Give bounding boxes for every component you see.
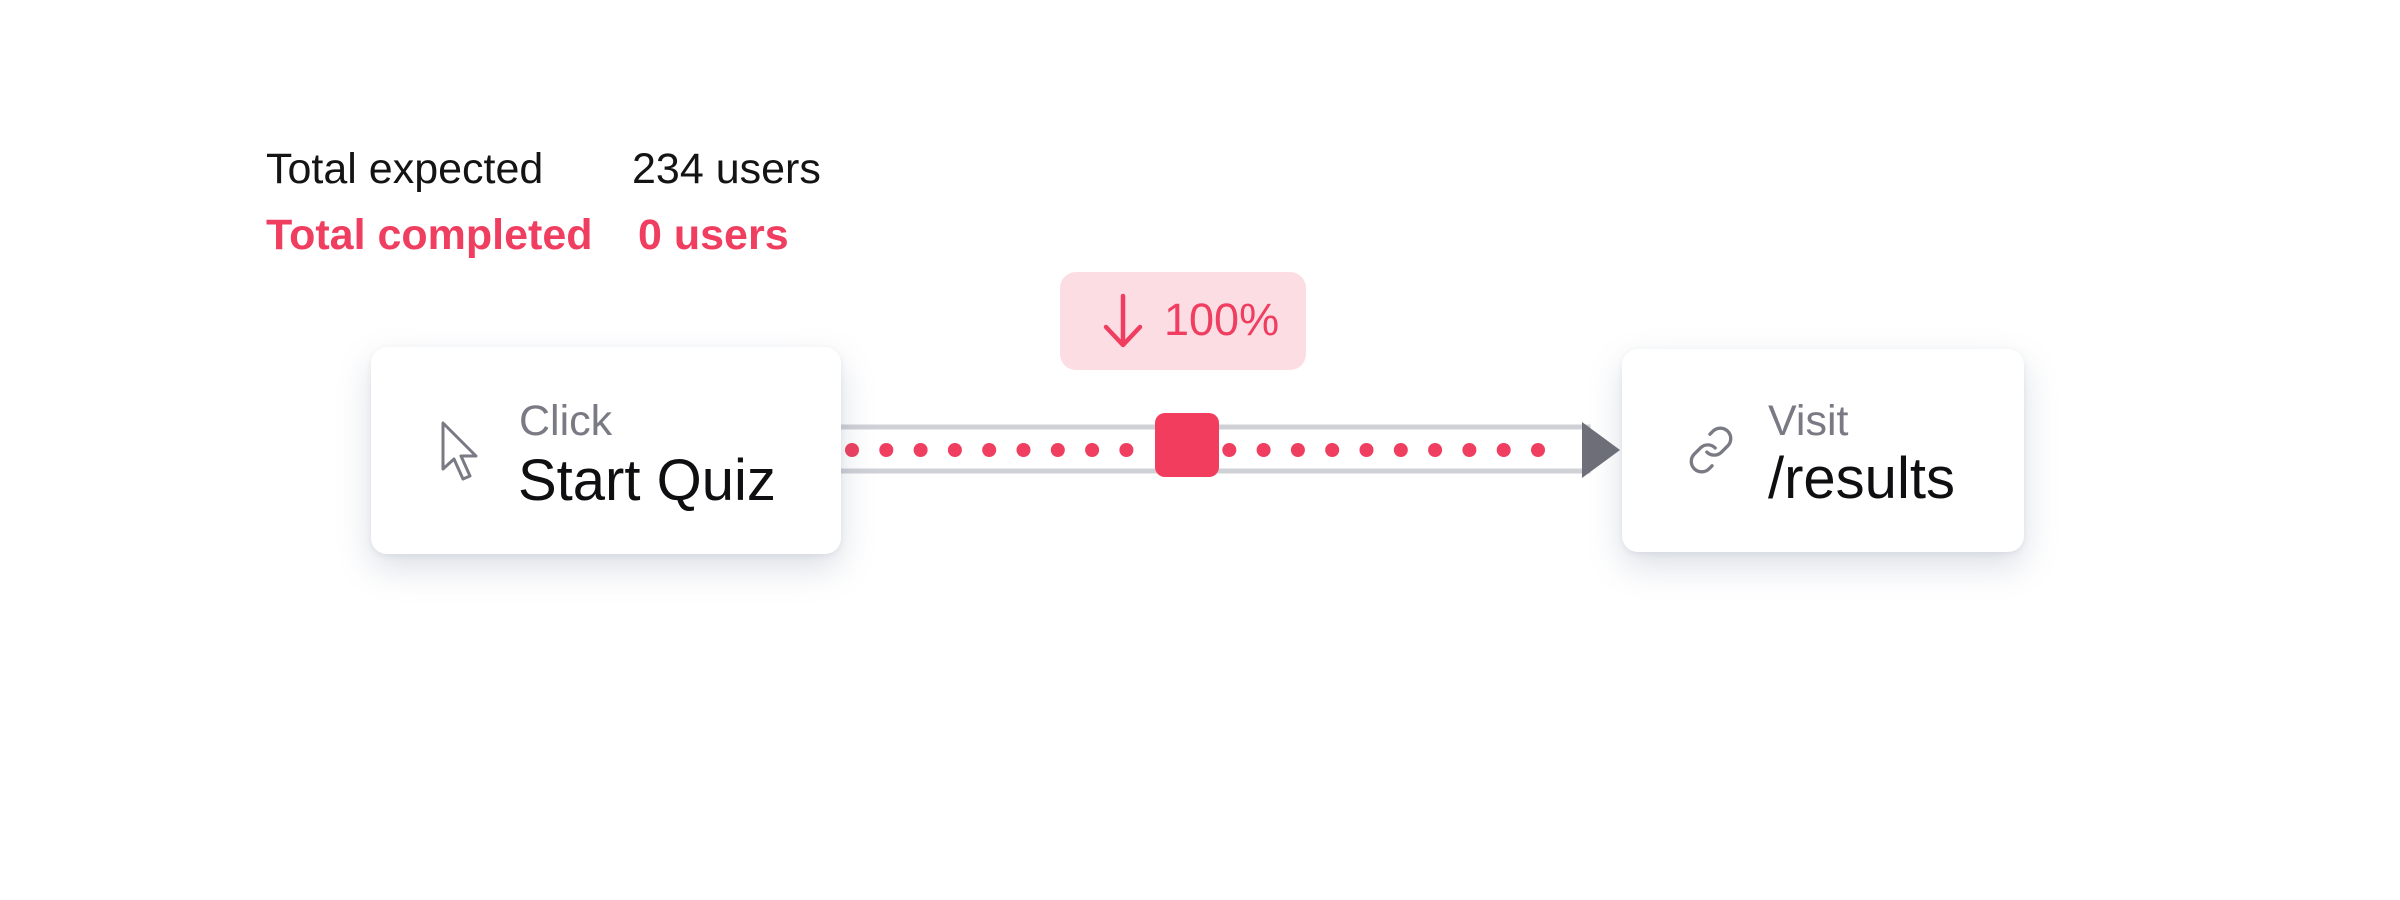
dropoff-percent: 100% [1164, 294, 1280, 345]
connector-dot [982, 443, 997, 457]
link-icon [1686, 425, 1736, 475]
connector-dot [879, 443, 894, 457]
connector-dot [1050, 443, 1065, 457]
connector-dot [1085, 443, 1100, 457]
connector-dot [1256, 443, 1271, 457]
arrow-down-icon [1098, 292, 1148, 350]
step-type-label: Click [519, 397, 613, 445]
step-card-start-quiz[interactable]: Click Start Quiz [371, 347, 841, 554]
connector-dot [845, 443, 859, 457]
connector-dot [1359, 443, 1374, 457]
total-completed-value: 0 users [638, 211, 789, 259]
connector-arrowhead [1582, 422, 1620, 478]
dropoff-badge: 100% [1060, 272, 1306, 370]
connector-dot [1325, 443, 1340, 457]
step-target-label: Start Quiz [518, 448, 776, 513]
progress-marker[interactable] [1155, 413, 1219, 477]
funnel-stats: Total expected 234 users Total completed… [266, 136, 821, 268]
connector-dot [1531, 443, 1545, 457]
total-completed-row: Total completed 0 users [266, 202, 821, 268]
connector-dot [1462, 443, 1477, 457]
connector-dot [1496, 443, 1511, 457]
connector-dot [1119, 443, 1134, 457]
step-type-label: Visit [1768, 397, 1849, 445]
cursor-icon [439, 419, 485, 483]
connector-dot [1290, 443, 1305, 457]
connector-dot [1016, 443, 1031, 457]
total-expected-label: Total expected [266, 145, 544, 193]
connector-dot [913, 443, 928, 457]
step-target-label: /results [1768, 446, 1955, 511]
total-expected-row: Total expected 234 users [266, 136, 821, 202]
connector-dot [947, 443, 962, 457]
step-card-results[interactable]: Visit /results [1622, 349, 2024, 552]
connector-dots [845, 443, 1545, 457]
connector-dot [1222, 443, 1237, 457]
connector-dot [1393, 443, 1408, 457]
total-expected-value: 234 users [632, 145, 821, 193]
connector-dot [1428, 443, 1443, 457]
total-completed-label: Total completed [266, 211, 593, 259]
